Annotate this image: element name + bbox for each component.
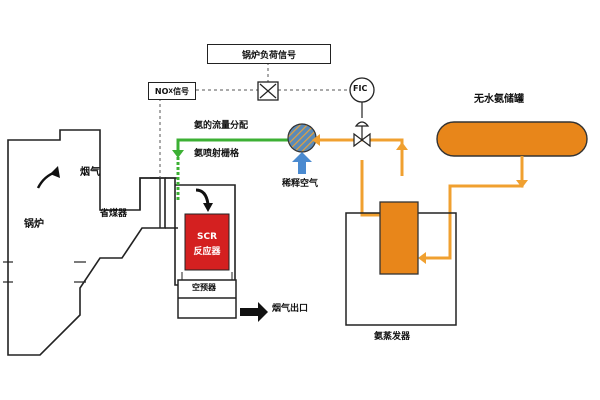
fic-label: FIC: [353, 84, 368, 93]
multiplier-icon: [257, 81, 279, 101]
ammonia-to-mixer-arrowhead-icon: [312, 134, 320, 146]
reactor-flow-arrowhead-icon: [203, 203, 213, 212]
evaporator-in-arrowhead-icon: [418, 252, 426, 264]
flue-gas-outlet-arrow-icon: [240, 302, 268, 322]
scr-label-line2: 反应器: [193, 247, 221, 257]
boiler-outline: [7, 129, 166, 356]
nox-signal-subscript: X: [168, 87, 174, 95]
scr-label-line1: SCR: [196, 232, 218, 242]
ammonia-flow-distribution-label: 氨的流量分配: [194, 121, 249, 131]
mixer-circle: [287, 123, 317, 153]
scr-reactor-label: SCR 反应器: [185, 232, 229, 257]
boiler-load-signal-box: 锅炉负荷信号: [207, 44, 331, 64]
ammonia-evaporator-label: 氨蒸发器: [374, 332, 411, 342]
ammonia-up-arrowhead-icon: [396, 142, 408, 150]
ammonia-flow-arrowhead-icon: [172, 150, 184, 158]
boiler-load-signal-label: 锅炉负荷信号: [241, 50, 296, 61]
scr-reactor-housing: [150, 177, 236, 286]
evaporator-vessel: [345, 212, 457, 326]
economizer-label: 省煤器: [100, 209, 128, 219]
scr-reactor-catalyst: [184, 213, 230, 271]
dilution-air-arrow-icon: [292, 152, 312, 174]
ammonia-injection-grid-label: 氨喷射栅格: [194, 149, 240, 159]
ammonia-supply-line: [316, 138, 404, 217]
nox-signal-suffix: 信号: [173, 86, 190, 96]
ammonia-flow-line: [176, 138, 288, 150]
air-preheater-label: 空预器: [192, 283, 216, 292]
dilution-air-label: 稀释空气: [282, 179, 319, 189]
economizer-duct: [139, 177, 179, 229]
nox-signal-main: NO: [154, 86, 169, 96]
tank-to-evaporator-line: [422, 156, 524, 260]
flue-gas-outlet-label: 烟气出口: [272, 304, 309, 314]
flue-gas-label: 烟气: [80, 167, 100, 178]
ammonia-tank: [436, 121, 588, 157]
boiler-label: 锅炉: [24, 219, 44, 230]
control-valve-icon: [353, 121, 371, 148]
flue-gas-arrowhead-icon: [50, 166, 60, 178]
reactor-flow-arrow-icon: [195, 188, 210, 205]
anhydrous-ammonia-tank-label: 无水氨储罐: [474, 94, 524, 105]
evaporator-coil: [379, 201, 419, 275]
boiler-ticks: [3, 261, 86, 283]
air-preheater-sides: [181, 272, 233, 280]
tank-down-arrowhead-icon: [516, 180, 528, 188]
control-signal-lines: [159, 62, 350, 178]
